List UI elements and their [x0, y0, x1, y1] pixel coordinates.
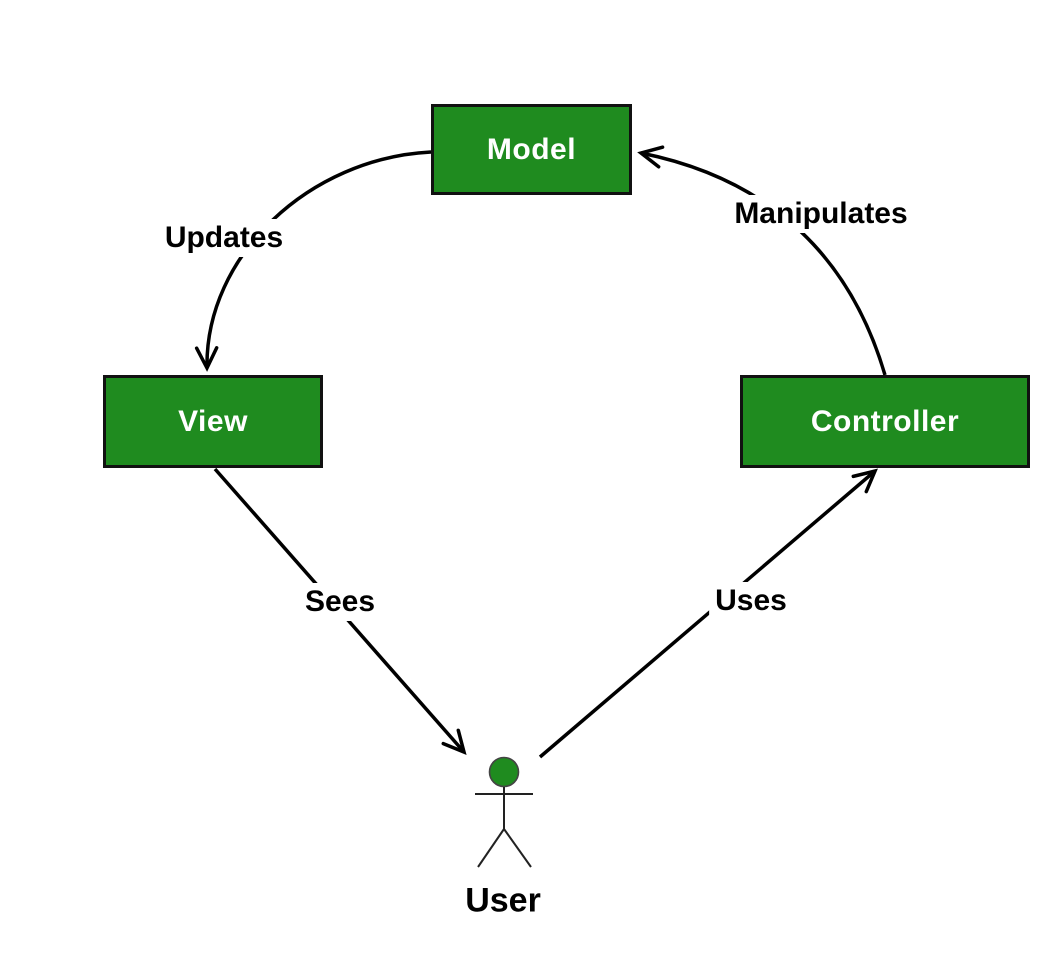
node-model: Model — [431, 104, 632, 195]
user-right-leg — [503, 828, 532, 868]
node-model-label: Model — [486, 132, 577, 166]
edge-label-sees: Sees — [298, 583, 382, 621]
arrow-user-to-controller — [538, 468, 878, 759]
edge-label-uses: Uses — [709, 582, 793, 620]
node-controller-label: Controller — [810, 404, 960, 438]
node-user-label: User — [465, 881, 541, 920]
user-left-leg — [477, 828, 505, 868]
edge-label-updates: Updates — [158, 219, 290, 257]
arrow-controller-to-model — [637, 145, 887, 376]
arrow-model-to-view — [194, 150, 432, 372]
user-stick-figure-icon — [475, 756, 533, 868]
node-view-label: View — [178, 404, 248, 438]
edge-label-manipulates: Manipulates — [728, 195, 914, 233]
user-head — [488, 756, 520, 788]
node-view: View — [103, 375, 323, 468]
node-controller: Controller — [740, 375, 1030, 468]
